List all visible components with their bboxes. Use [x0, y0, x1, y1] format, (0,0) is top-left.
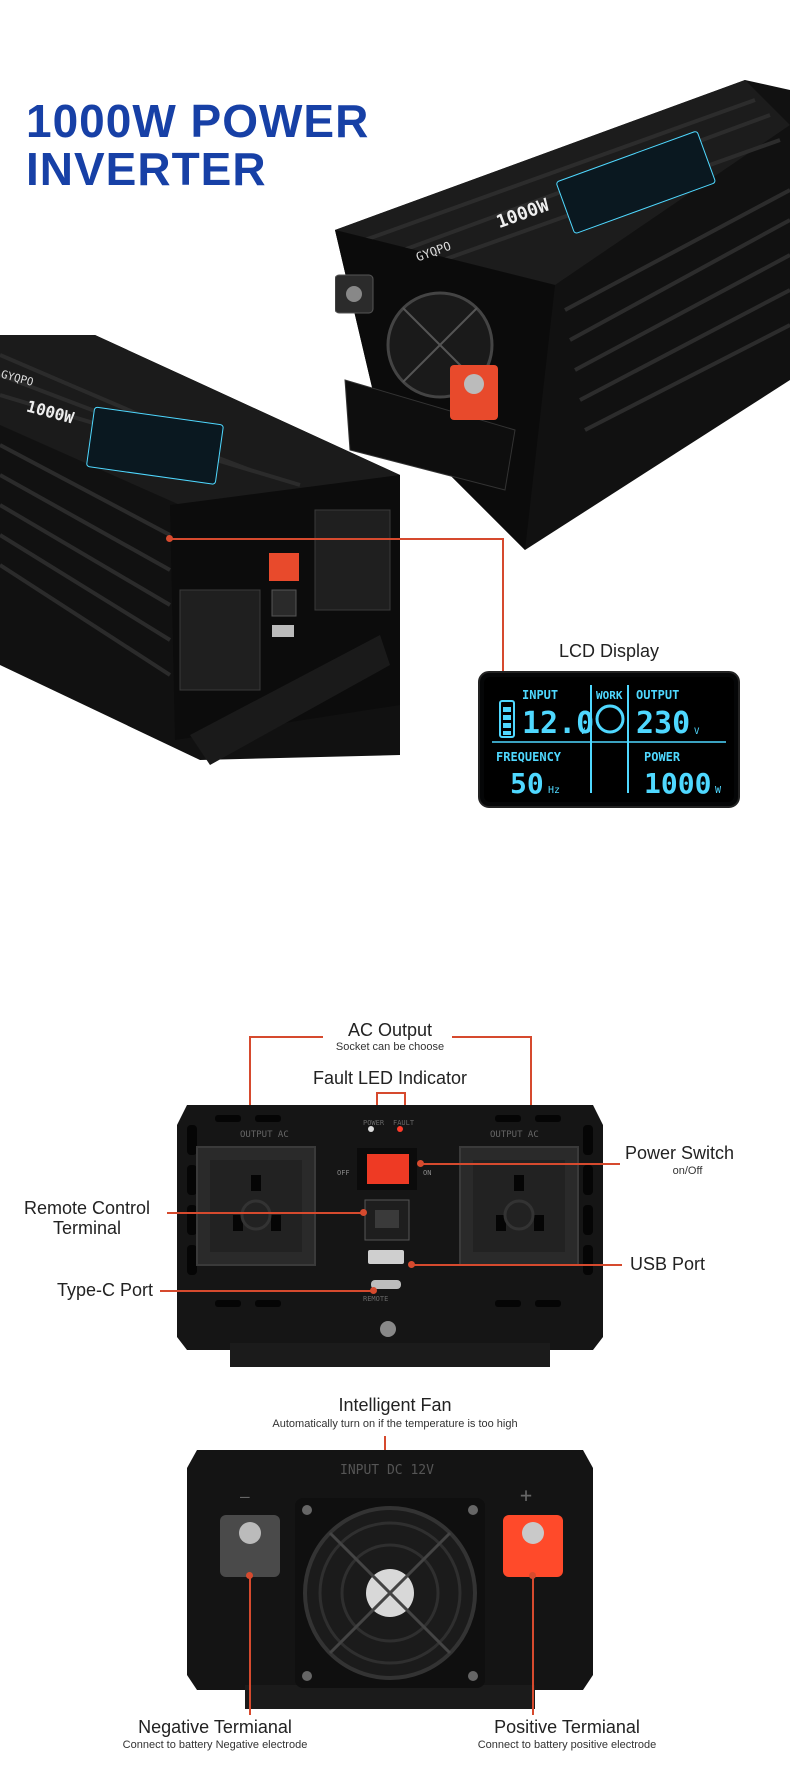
lcd-display: INPUT 12.0 V WORK OUTPUT 230 V FREQUENCY… — [478, 671, 740, 808]
switch-on-text: ON — [423, 1169, 431, 1177]
panel-remote-text: REMOTE — [363, 1295, 388, 1303]
title-line-2: INVERTER — [26, 143, 267, 195]
negative-terminal-sub: Connect to battery Negative electrode — [122, 1739, 308, 1751]
lcd-output-unit: V — [694, 727, 700, 737]
positive-terminal-sub: Connect to battery positive electrode — [477, 1739, 657, 1751]
ac-output-sub: Socket can be choose — [335, 1041, 445, 1053]
title-line-1: 1000W POWER — [26, 95, 370, 147]
lcd-caption: LCD Display — [558, 641, 660, 661]
fan-label: Intelligent Fan — [338, 1395, 452, 1415]
panel-output-ac-left: OUTPUT AC — [240, 1130, 289, 1140]
panel-input-text: INPUT DC 12V — [340, 1463, 434, 1478]
ac-output-label: AC Output — [347, 1020, 433, 1040]
fault-led-label: Fault LED Indicator — [312, 1068, 468, 1088]
typec-port-label: Type-C Port — [56, 1280, 153, 1300]
lcd-input-unit: V — [580, 727, 586, 737]
lcd-power-value: 1000 — [644, 767, 711, 800]
panel-output-ac-right: OUTPUT AC — [490, 1130, 539, 1140]
plus-symbol: + — [520, 1483, 532, 1507]
lcd-power-label: POWER — [644, 750, 681, 764]
work-status-icon — [595, 704, 625, 734]
lcd-power-unit: W — [715, 785, 722, 796]
lcd-input-value: 12.0 — [522, 706, 594, 741]
lcd-frequency-value: 50 — [510, 767, 544, 800]
lcd-work-label: WORK — [596, 689, 623, 702]
lcd-input-label: INPUT — [522, 688, 558, 702]
switch-off-text: OFF — [337, 1169, 350, 1177]
lcd-output-value: 230 — [636, 706, 690, 741]
power-switch-label: Power Switch — [625, 1143, 735, 1163]
remote-control-label: Remote Control Terminal — [23, 1198, 151, 1238]
negative-terminal[interactable] — [220, 1515, 280, 1577]
inverter-front-angled-image: 1000W GYQPO — [0, 335, 400, 765]
page-title: 1000W POWER INVERTER — [26, 98, 369, 194]
inverter-back-panel-image: INPUT DC 12V — + — [187, 1450, 593, 1709]
usb-port-label: USB Port — [630, 1254, 706, 1274]
inverter-front-panel-image: OUTPUT AC OUTPUT AC POWER FAULT OFF ON R… — [177, 1105, 603, 1367]
panel-fault-text: FAULT — [393, 1119, 415, 1127]
power-led — [368, 1126, 374, 1132]
power-switch[interactable] — [367, 1154, 409, 1184]
typec-port[interactable] — [371, 1280, 401, 1289]
usb-port[interactable] — [368, 1250, 404, 1264]
inverter-back-angled-image: 1000W GYQPO — [335, 80, 790, 550]
positive-terminal-label: Positive Termianal — [494, 1717, 640, 1737]
minus-symbol: — — [240, 1487, 250, 1506]
fan-sub: Automatically turn on if the temperature… — [272, 1418, 518, 1430]
lcd-frequency-unit: Hz — [548, 785, 560, 796]
lcd-output-label: OUTPUT — [636, 688, 679, 702]
power-switch-sub: on/Off — [672, 1165, 703, 1177]
negative-terminal-label: Negative Termianal — [138, 1717, 292, 1737]
fault-led — [397, 1126, 403, 1132]
positive-terminal[interactable] — [503, 1515, 563, 1577]
ground-terminal — [380, 1321, 396, 1337]
lcd-frequency-label: FREQUENCY — [496, 750, 562, 764]
panel-power-text: POWER — [363, 1119, 385, 1127]
